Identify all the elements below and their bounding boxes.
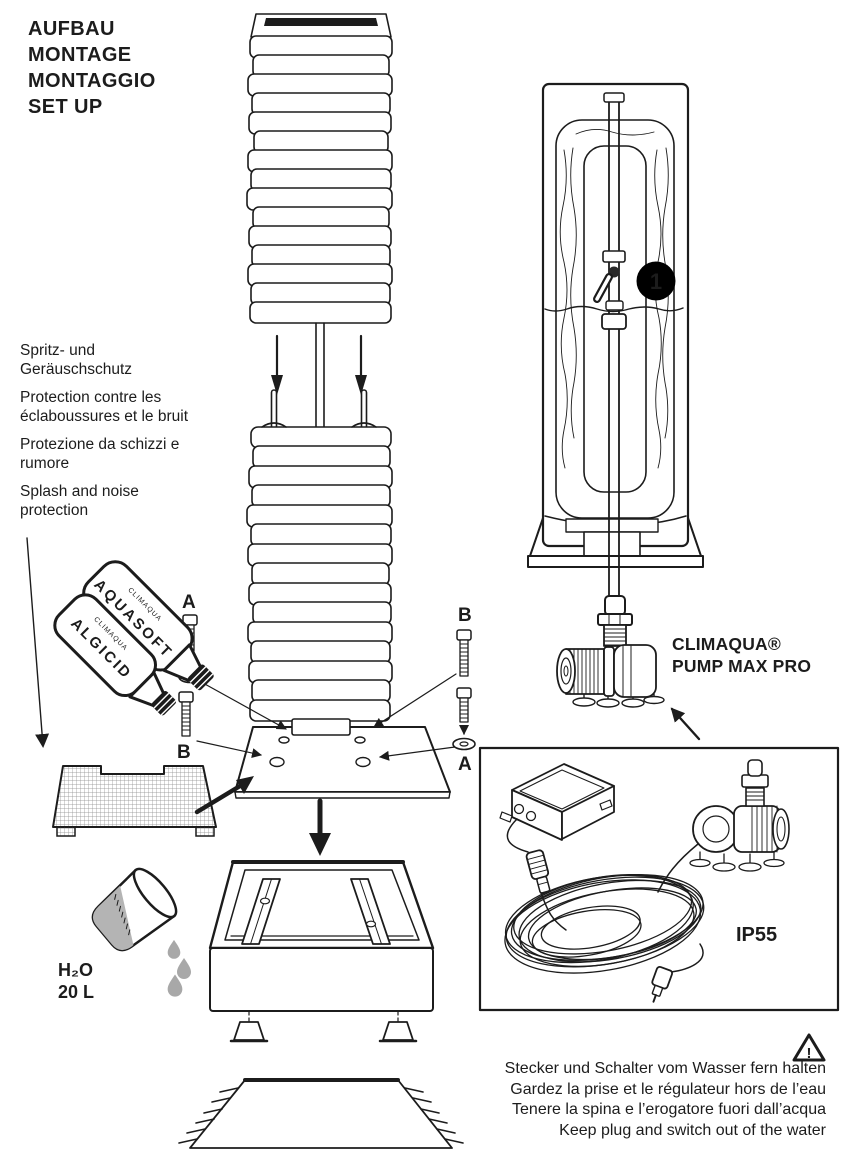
screw-b-left xyxy=(178,691,194,737)
pump-illustration-boxed xyxy=(657,759,790,893)
step-badge-number: 1 xyxy=(650,269,662,294)
splash-note-en: Splash and noise protection xyxy=(20,483,139,519)
riser-pipe xyxy=(608,99,620,599)
accessories-box: IP55 xyxy=(478,746,840,1012)
cable-coil xyxy=(504,873,705,974)
step-badge: 1 xyxy=(636,261,676,301)
suction-cups xyxy=(689,851,785,872)
ip-rating-label: IP55 xyxy=(736,924,777,946)
plate-holes xyxy=(269,736,371,768)
mesh-pad xyxy=(52,765,217,837)
pump-cable xyxy=(657,843,699,893)
pump-label-arrow xyxy=(670,707,701,741)
cable-to-connector xyxy=(506,818,529,853)
flow-valve xyxy=(593,250,626,311)
washer-a-right xyxy=(452,737,476,751)
control-box-illustration xyxy=(499,763,615,841)
plug-warning-en: Keep plug and switch out of the water xyxy=(559,1121,826,1139)
label-b-left: B xyxy=(177,742,191,763)
title-line-it: MONTAGGIO xyxy=(28,70,156,92)
ground-surface xyxy=(178,1078,464,1149)
label-a-left: A xyxy=(182,592,196,613)
label-a-right: A xyxy=(458,754,472,775)
label-b-right: B xyxy=(458,605,472,626)
water-formula-label: H₂O xyxy=(58,960,93,980)
water-volume-label: 20 L xyxy=(58,982,94,1002)
pump-illustration xyxy=(556,644,665,708)
upper-column xyxy=(246,13,393,324)
basin-feet xyxy=(229,1011,418,1043)
page-title: AUFBAU MONTAGE MONTAGGIO SET UP xyxy=(28,16,156,120)
lower-shell-insert-arrows xyxy=(271,334,367,395)
suction-cups xyxy=(572,693,665,708)
splash-note-fr: Protection contre les éclaboussures et l… xyxy=(20,389,189,425)
water-level-line xyxy=(544,305,684,313)
column-cross-section: 1 xyxy=(527,82,704,599)
cable-to-plug xyxy=(670,943,704,973)
down-arrow-icon xyxy=(271,375,283,395)
splash-note-de: Spritz- und Geräuschschutz xyxy=(20,342,132,378)
water-bucket xyxy=(91,867,178,952)
title-line-fr: MONTAGE xyxy=(28,44,132,66)
alignment-pins xyxy=(270,389,368,431)
basin-rails xyxy=(241,878,391,945)
pump-product-label: CLIMAQUA® PUMP MAX PRO xyxy=(672,633,811,677)
screw-b-right xyxy=(456,629,472,677)
plug-warning-de: Stecker und Schalter vom Wasser fern hal… xyxy=(504,1060,826,1077)
bottle-cap xyxy=(151,690,177,716)
down-arrow-icon xyxy=(355,375,367,395)
pump-brand: CLIMAQUA® xyxy=(672,634,781,654)
plate-down-arrow xyxy=(309,798,331,856)
warning-triangle-icon: ! xyxy=(792,1033,826,1062)
plug-warning: Stecker und Schalter vom Wasser fern hal… xyxy=(406,1059,826,1141)
pump-model: PUMP MAX PRO xyxy=(672,656,812,676)
splash-note-arrow xyxy=(26,537,50,748)
column-tab xyxy=(291,718,351,736)
water-flow xyxy=(544,119,684,519)
title-line-en: SET UP xyxy=(28,96,103,118)
fastener-leader-lines xyxy=(196,673,457,761)
screw-a-right xyxy=(452,687,476,751)
basin xyxy=(208,860,435,1043)
bottle-cap xyxy=(187,664,214,691)
pipe-coupling xyxy=(601,313,627,330)
plug-warning-fr: Gardez la prise et le régulateur hors de… xyxy=(510,1080,826,1098)
water-drops xyxy=(167,939,191,997)
power-plug xyxy=(651,965,674,1003)
bottle-algicid: CLIMAQUA ALGICID xyxy=(53,593,177,716)
pump-adapter xyxy=(597,595,633,647)
plug-warning-it: Tenere la spina e l’erogatore fuori dall… xyxy=(512,1101,826,1118)
riser-pipe-center xyxy=(315,322,325,431)
title-line-de: AUFBAU xyxy=(28,18,115,40)
base-plate xyxy=(234,718,451,799)
splash-note: Spritz- und Geräuschschutz Protection co… xyxy=(20,341,190,529)
lower-column xyxy=(246,389,393,722)
warning-exclamation: ! xyxy=(807,1045,812,1062)
splash-note-it: Protezione da schizzi e rumore xyxy=(20,436,180,472)
mesh-pad-arrow xyxy=(194,776,254,815)
